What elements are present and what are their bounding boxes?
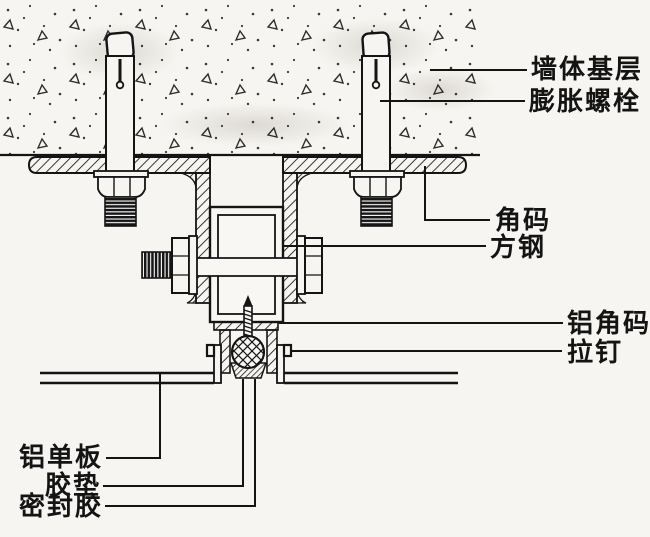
rivet-right (282, 343, 293, 358)
panel-return-right (276, 344, 285, 384)
rubber-gasket (231, 335, 265, 369)
leader-rubber-gasket (103, 379, 244, 487)
label-square-steel: 方钢 (490, 233, 547, 263)
leader-aluminum-panel (106, 374, 161, 459)
label-sealant: 密封胶 (18, 492, 103, 522)
through-bolt (141, 235, 323, 295)
aluminum-panel-left (40, 371, 214, 385)
panel-return-left (213, 344, 222, 384)
aluminum-panel-right (284, 371, 458, 385)
leader-sealant (105, 379, 256, 507)
label-rivet: 拉钉 (567, 338, 624, 368)
expansion-bolt-right (349, 31, 405, 227)
label-aluminum-panel: 铝单板 (18, 443, 103, 473)
rivet-left (205, 343, 216, 358)
expansion-bolt-left (93, 31, 149, 227)
label-rubber-gasket: 胶垫 (44, 471, 101, 501)
concrete-wall (0, 0, 495, 157)
label-aluminum-angle: 铝角码 (567, 309, 650, 339)
label-expansion-bolt: 膨胀螺栓 (529, 87, 642, 117)
leader-angle-bracket (424, 166, 490, 221)
label-wall-base: 墙体基层 (531, 55, 644, 85)
label-angle-bracket: 角码 (495, 206, 552, 236)
